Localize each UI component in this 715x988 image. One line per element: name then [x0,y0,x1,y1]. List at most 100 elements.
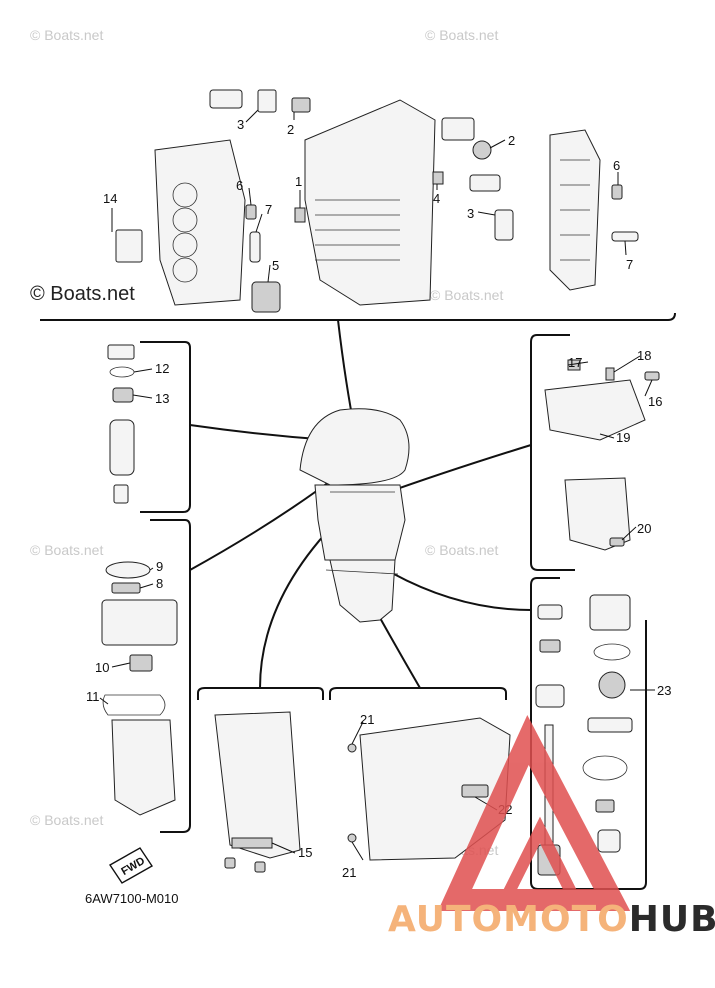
callout-5: 5 [272,258,279,273]
gasket-11-icon [102,694,166,716]
callout-13: 13 [155,391,169,406]
callout-14: 14 [103,191,117,206]
callout-11: 11 [86,689,100,704]
brand-part-automoto: AUTOMOTO [388,899,629,940]
housing-icon [469,174,501,192]
oil-filter-icon [251,281,281,313]
pump-housing-icon [589,594,631,631]
bearing-housing-icon [535,684,565,708]
filter-cap-icon [107,344,135,360]
callout-labels: 1 2 2 3 3 4 5 6 6 7 7 8 9 10 11 12 13 14… [86,117,671,880]
callout-12: 12 [155,361,169,376]
watermark: © Boats.net [425,27,498,43]
impeller-icon [598,671,626,699]
bottom-left-bracket [197,687,324,700]
watermark: © Boats.net [30,812,103,828]
bearing-icon [537,604,563,620]
bracket-3-icon [494,209,514,241]
oil-pan-upper-icon [544,379,646,441]
part-18-icon [605,367,615,381]
callout-1: 1 [295,174,302,189]
thermostat-cover-icon [209,89,243,109]
top-small-parts [115,89,639,313]
spark-plug-icon [249,231,261,263]
callout-3: 3 [467,206,474,221]
seal-icon [595,799,615,813]
fwd-arrow: FWD [109,847,153,884]
nut-icon [224,857,236,869]
sensor-1-icon [294,207,306,223]
cartridge-icon [597,829,621,853]
watermark-large: © Boats.net [30,283,135,305]
sensor-6b-icon [611,184,623,200]
sensor-6-icon [245,204,257,220]
callout-17: 17 [568,355,582,370]
bolt-21b-icon [347,833,357,843]
callout-4: 4 [433,191,440,206]
callout-6: 6 [613,158,620,173]
bracket-14-icon [115,229,143,263]
callout-16: 16 [648,394,662,409]
mount-bracket-icon [214,711,301,859]
watermark: © Boats.net [425,542,498,558]
section-brackets [40,312,676,890]
model-code: 6AW7100-M010 [85,891,178,906]
right-column-parts [544,359,660,551]
connector-icon [113,484,129,504]
bottom-right-bracket [329,687,507,700]
thermostat-2-icon [472,140,492,160]
automotohub-logo-icon [437,715,631,911]
callout-8: 8 [156,576,163,591]
callout-7: 7 [626,257,633,272]
brand-part-hub: HUB [628,899,715,940]
watermark: © Boats.net [30,27,103,43]
liner-icon [587,717,633,733]
left-upper-bracket [140,341,191,513]
callout-2: 2 [287,122,294,137]
automotohub-brand: AUTOMOTOHUB [388,902,715,938]
watermark: © Boats.net [430,287,503,303]
plate-icon [582,755,628,781]
seal-8-icon [111,582,141,594]
right-lower-bracket [530,577,647,890]
callout-21: 21 [360,712,374,727]
sensor-4-icon [432,171,444,185]
fwd-arrow-icon [109,847,153,884]
callout-18: 18 [637,348,651,363]
fuel-pump-icon [101,599,178,646]
left-column-parts [101,344,178,816]
cover-icon [441,117,475,141]
left-lower-bracket [150,519,191,833]
top-bracket [40,312,676,321]
lower-casing-parts [347,717,511,861]
callout-15: 15 [298,845,312,860]
lower-casing-icon [359,717,511,861]
callout-20: 20 [637,521,651,536]
callout-19: 19 [616,430,630,445]
part-16-icon [644,371,660,381]
bracket-icon [257,89,277,113]
engine-block-illustrations [154,99,601,306]
nut-icon [254,861,266,873]
spark-plug-b-icon [611,231,639,242]
cylinder-head-left [154,139,246,306]
callout-23: 23 [657,683,671,698]
outboard-motor-outline [299,408,410,623]
callout-21: 21 [342,865,356,880]
mount-bracket-parts [214,711,301,873]
callout-3: 3 [237,117,244,132]
bracket-22-icon [461,784,489,798]
engine-block-center [304,99,436,306]
pump-gasket-icon [593,643,631,661]
callout-7: 7 [265,202,272,217]
right-upper-bracket [530,334,575,571]
callout-6: 6 [236,178,243,193]
filter-element-icon [112,387,134,403]
callout-9: 9 [156,559,163,574]
sensor-10-icon [129,654,153,672]
vapor-separator-icon [111,719,176,816]
fuel-filter-bowl-icon [109,419,135,476]
drain-bolt-20-icon [609,537,625,547]
thermostat-icon [291,97,311,113]
